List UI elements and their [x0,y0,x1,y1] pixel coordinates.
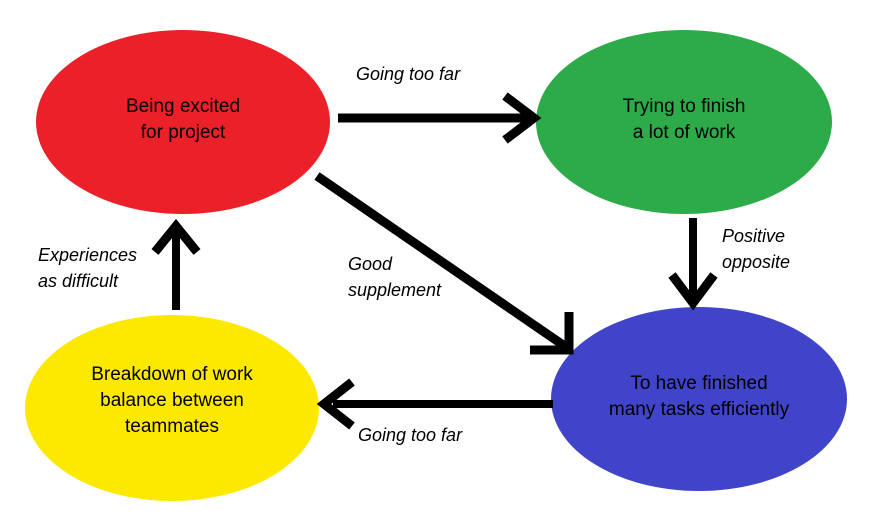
arrowhead-up [151,218,201,255]
arrowhead-right [502,92,542,144]
edge-breakdown-to-excited [151,218,201,310]
node-being-excited[interactable] [36,30,330,214]
edge-label-good-supplement: Good supplement [348,254,442,300]
edge-excited-to-trying [338,92,542,144]
arrowhead-diagonal [530,312,574,355]
edge-trying-to-finished [668,218,718,311]
edge-line [314,172,569,351]
edge-excited-to-finished [314,172,574,355]
arrowhead-down [668,272,718,311]
arrowhead-left [316,378,355,430]
node-trying-to-finish[interactable] [536,30,832,214]
edge-label-going-too-far-top: Going too far [356,64,461,84]
edge-label-experiences-as-difficult: Experiences as difficult [38,245,138,291]
edge-label-going-too-far-bottom: Going too far [358,425,463,445]
edge-finished-to-breakdown [316,378,553,430]
node-to-have-finished[interactable] [551,307,847,491]
edge-label-positive-opposite: Positive opposite [722,226,791,272]
node-breakdown-of-work[interactable] [25,315,319,501]
